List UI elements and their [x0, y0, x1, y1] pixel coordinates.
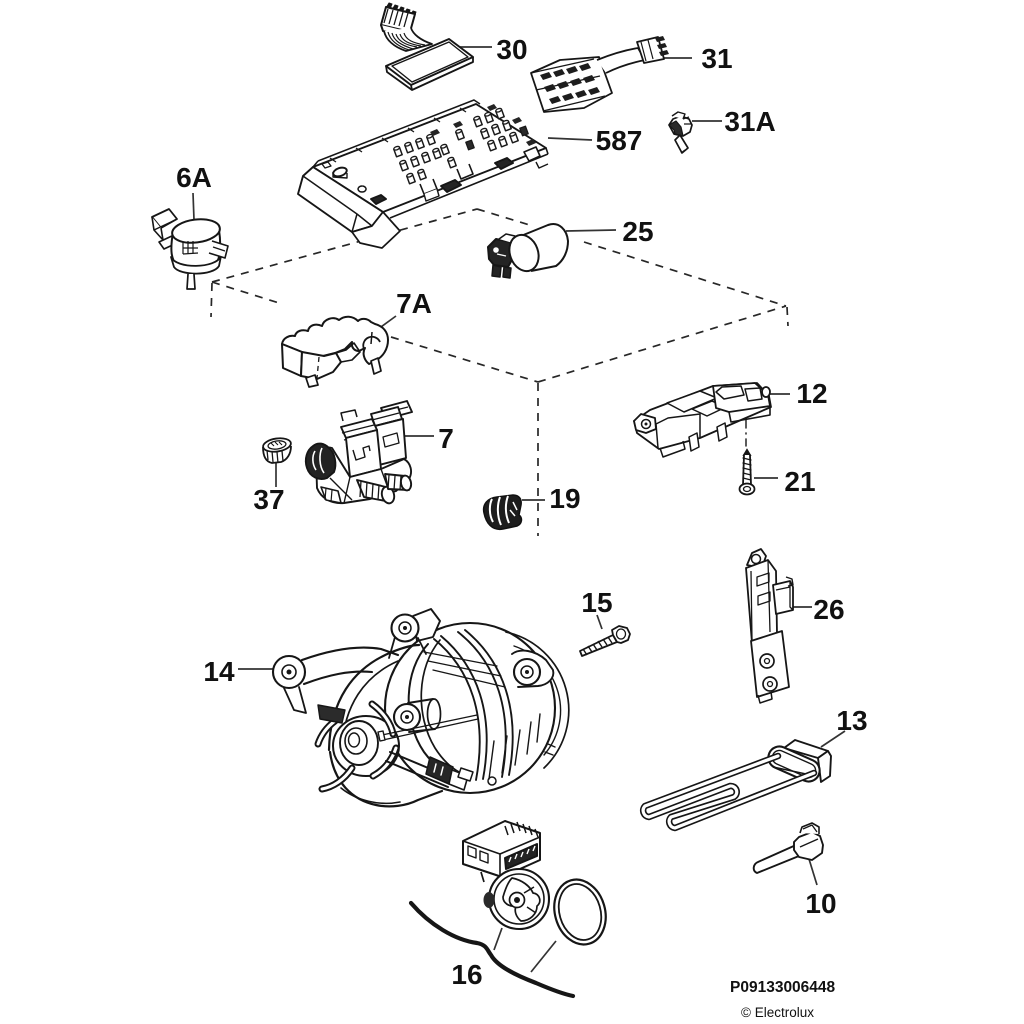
svg-text:6A: 6A	[176, 162, 212, 193]
svg-text:12: 12	[796, 378, 827, 409]
svg-text:13: 13	[836, 705, 867, 736]
svg-text:19: 19	[549, 483, 580, 514]
svg-text:14: 14	[203, 656, 235, 687]
svg-text:© Electrolux: © Electrolux	[741, 1005, 814, 1020]
svg-text:587: 587	[596, 125, 643, 156]
svg-text:30: 30	[496, 34, 527, 65]
svg-text:31: 31	[701, 43, 732, 74]
svg-text:7: 7	[438, 423, 454, 454]
svg-text:26: 26	[813, 594, 844, 625]
svg-text:16: 16	[451, 959, 482, 990]
svg-text:10: 10	[805, 888, 836, 919]
svg-text:7A: 7A	[396, 288, 432, 319]
svg-text:31A: 31A	[724, 106, 775, 137]
svg-text:P09133006448: P09133006448	[730, 979, 836, 996]
svg-text:37: 37	[253, 484, 284, 515]
svg-text:25: 25	[622, 216, 653, 247]
svg-text:21: 21	[784, 466, 815, 497]
svg-text:15: 15	[581, 587, 612, 618]
